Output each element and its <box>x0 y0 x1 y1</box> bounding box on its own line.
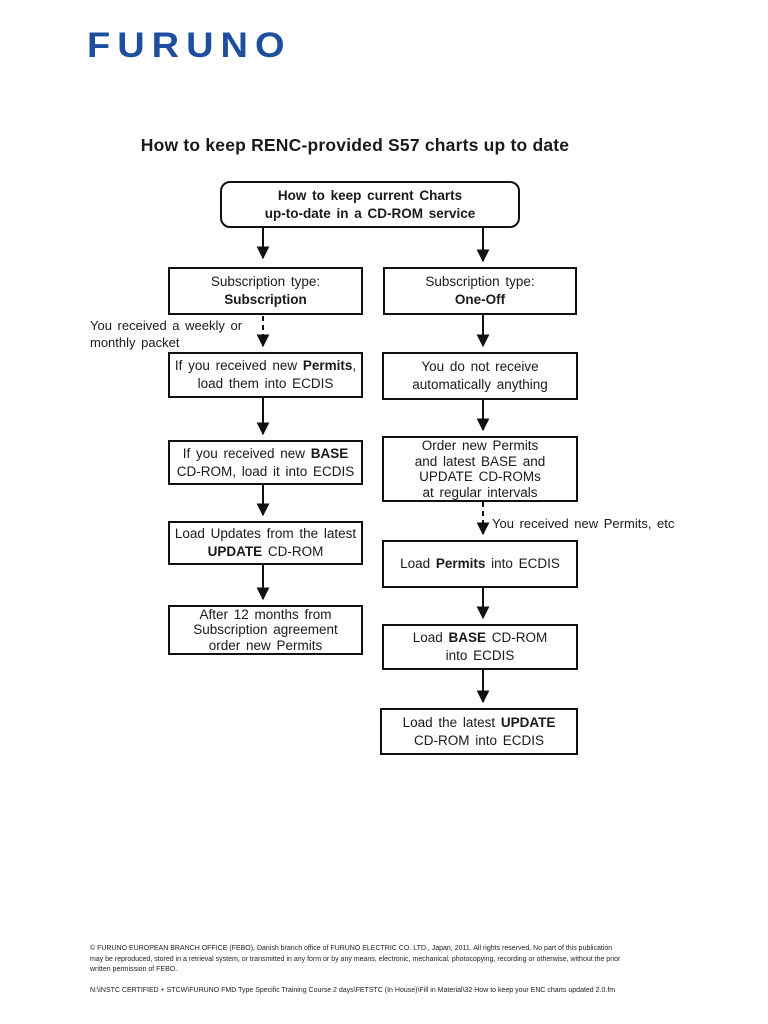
footer-copyright: © FURUNO EUROPEAN BRANCH OFFICE (FEBO), … <box>90 945 621 973</box>
flow-box-received-permits: If you received new Permits, load them i… <box>168 352 363 398</box>
flow-box-load-base: Load BASE CD-ROM into ECDIS <box>382 624 578 670</box>
flow-box-load-permits: Load Permits into ECDIS <box>382 540 578 588</box>
flow-box-order-new: Order new Permits and latest BASE and UP… <box>382 436 578 502</box>
flow-box-subscription-type-oneoff: Subscription type: One-Off <box>383 267 577 315</box>
annotation-weekly-packet: You received a weekly or monthly packet <box>90 318 243 350</box>
footer-file-path: N:\INSTC CERTIFIED + STCW\FURUNO FMD Typ… <box>90 987 616 994</box>
flow-box-root: How to keep current Charts up-to-date in… <box>220 181 520 228</box>
flow-box-subscription-type-subscription: Subscription type: Subscription <box>168 267 363 315</box>
furuno-logo: FURUNO <box>87 26 292 66</box>
flow-box-after-12-months: After 12 months from Subscription agreem… <box>168 605 363 655</box>
flow-box-received-base: If you received new BASE CD-ROM, load it… <box>168 440 363 485</box>
page-title: How to keep RENC-provided S57 charts up … <box>140 135 570 155</box>
flow-box-load-updates: Load Updates from the latest UPDATE CD-R… <box>168 521 363 565</box>
annotation-received-new-permits: You received new Permits, etc <box>492 516 675 531</box>
flow-box-load-update-cdrom: Load the latest UPDATE CD-ROM into ECDIS <box>380 708 578 755</box>
flow-box-not-receive: You do not receive automatically anythin… <box>382 352 578 400</box>
